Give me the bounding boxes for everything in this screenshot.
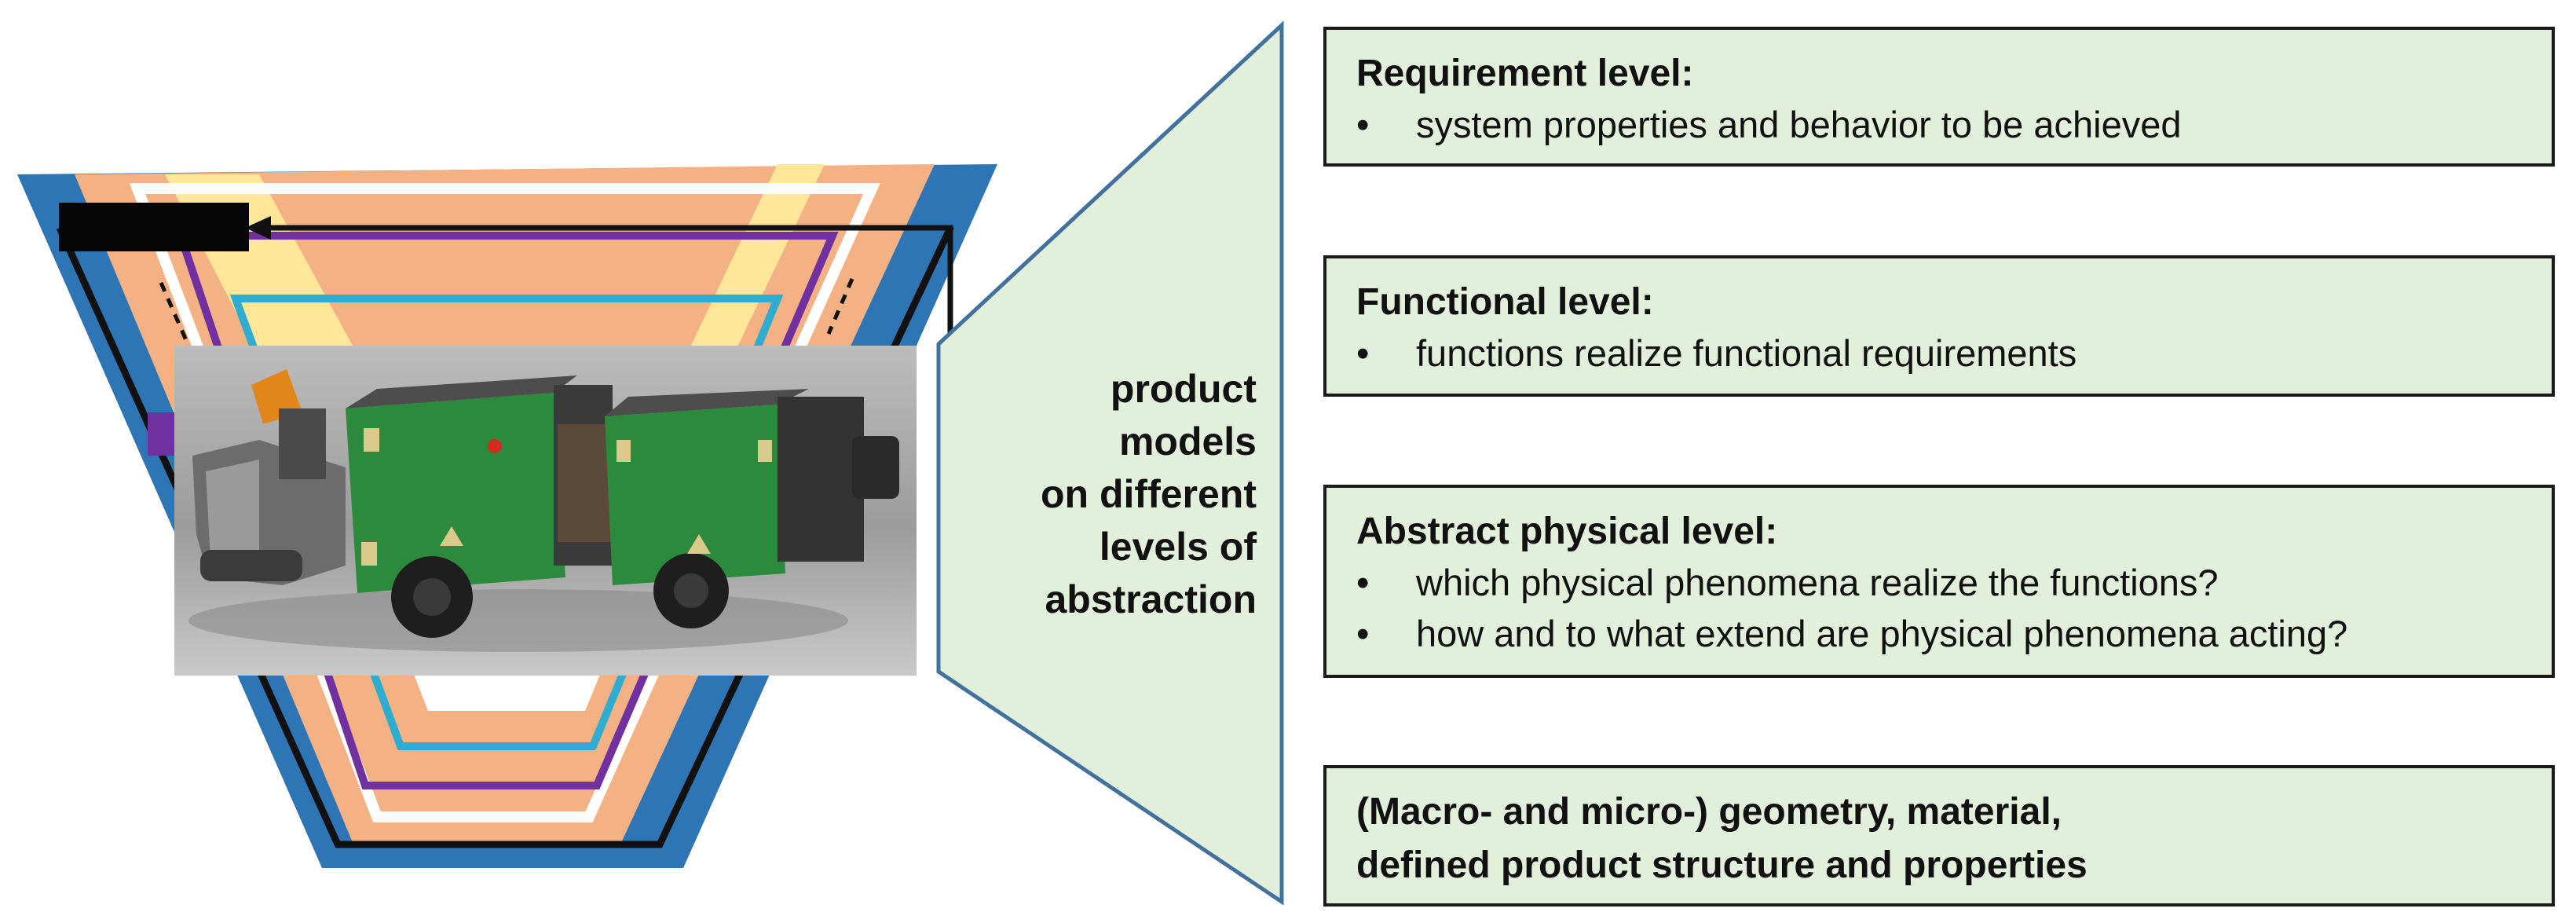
bullet-text: system properties and behavior to be ach… (1416, 104, 2182, 145)
bullet-icon: • (1356, 332, 1370, 374)
bullet-icon: • (1356, 613, 1370, 654)
geometry-level-title-line-2: defined product structure and properties (1356, 844, 2088, 886)
abstract-physical-level-box: Abstract physical level: • which physica… (1323, 485, 2555, 678)
black-label-block (59, 203, 249, 251)
abstraction-wedge (936, 20, 1284, 906)
dashed-left (159, 281, 191, 347)
bullet-icon: • (1356, 562, 1370, 603)
module-2-body (605, 405, 785, 585)
list-item: • how and to what extend are physical ph… (1356, 608, 2522, 659)
feedback-arrow-line (259, 225, 953, 346)
functional-level-box: Functional level: • functions realize fu… (1323, 255, 2555, 397)
product-render-image (174, 346, 917, 676)
geometry-level-box: (Macro- and micro-) geometry, material, … (1323, 765, 2555, 907)
bullet-icon: • (1356, 104, 1370, 145)
list-item: • system properties and behavior to be a… (1356, 99, 2522, 150)
bullet-text: how and to what extend are physical phen… (1416, 613, 2348, 654)
list-item: • functions realize functional requireme… (1356, 328, 2522, 379)
purple-marker (148, 412, 179, 456)
abstract-physical-level-title: Abstract physical level: (1356, 511, 1778, 552)
bullet-text: which physical phenomena realize the fun… (1416, 562, 2219, 603)
requirement-level-box: Requirement level: • system properties a… (1323, 27, 2555, 167)
list-item: • which physical phenomena realize the f… (1356, 557, 2522, 608)
requirement-level-title: Requirement level: (1356, 53, 1694, 94)
feedback-arrowhead (245, 216, 271, 240)
module-1-body (346, 393, 565, 593)
bullet-text: functions realize functional requirement… (1416, 332, 2077, 374)
functional-level-title: Functional level: (1356, 281, 1654, 323)
center-label: product models on different levels of ab… (1041, 367, 1257, 621)
geometry-level-title-line-1: (Macro- and micro-) geometry, material, (1356, 791, 2062, 833)
